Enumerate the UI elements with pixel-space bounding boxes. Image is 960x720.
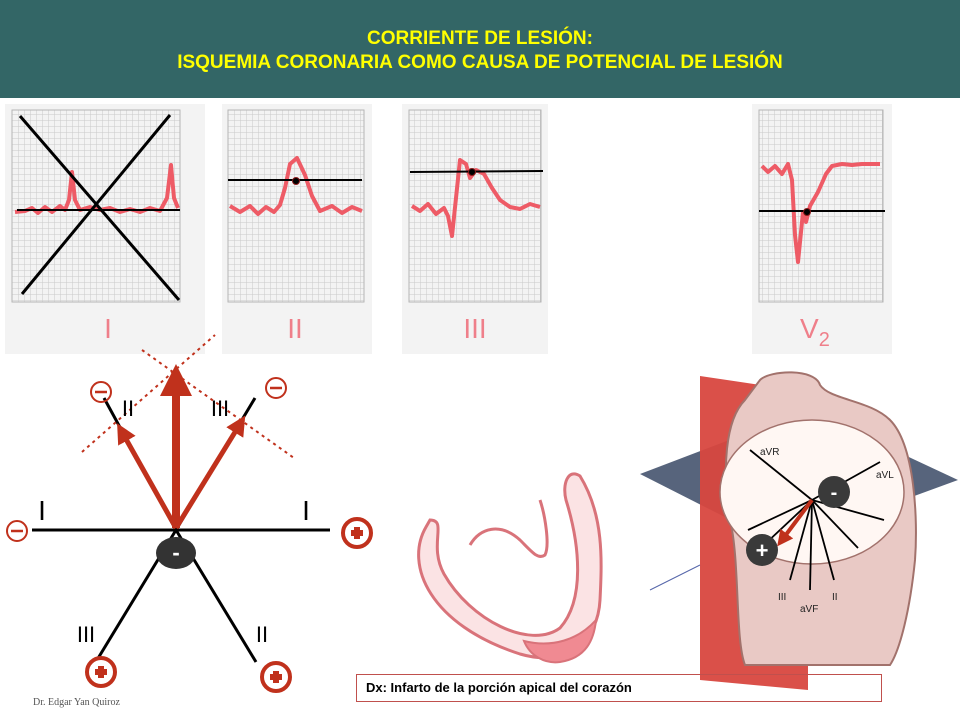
label-i-right: I [302, 495, 310, 526]
lead-label-ii: II [287, 313, 303, 344]
lead-label-iii: III [463, 313, 486, 344]
lead-ii-projection-arrow [117, 423, 179, 530]
ecg-grid [758, 109, 884, 303]
positive-pole [746, 534, 778, 566]
minus-icon [265, 377, 287, 399]
apical-infarct-zone [522, 617, 598, 664]
j-point-marker [292, 177, 300, 185]
torso-diagram: aVR aVL aVF III II - + [640, 371, 958, 690]
page-title-line1: CORRIENTE DE LESIÓN: [367, 28, 593, 49]
label-avf: aVF [800, 604, 818, 615]
ventricle-wall [417, 472, 603, 660]
chest-lead-circle [719, 419, 905, 565]
ecg-panel-lead-iii: III [402, 104, 548, 354]
heart-section-diagram [417, 472, 603, 664]
lead-iii-projection-arrow [173, 415, 246, 530]
plus-icon [85, 656, 117, 688]
ecg-trace [14, 163, 180, 215]
cross-out-line [18, 115, 181, 301]
center-sign: - [172, 540, 179, 565]
plus-sign: + [756, 538, 769, 563]
label-avl: aVL [876, 470, 894, 481]
minus-icon [90, 381, 112, 403]
st-level-line [409, 170, 544, 173]
minus-icon [6, 520, 28, 542]
perpendicular-dotted-line [81, 334, 216, 453]
minus-sign: - [831, 482, 838, 504]
label-ii-top: II [122, 396, 134, 421]
j-point-marker [803, 208, 811, 216]
page-title-line2: ISQUEMIA CORONARIA COMO CAUSA DE POTENCI… [177, 52, 783, 73]
label-i-left: I [38, 495, 46, 526]
label-iii-top: III [211, 396, 229, 421]
lead-label-i: I [104, 313, 112, 344]
author-footer: Dr. Edgar Yan Quiroz [33, 697, 120, 708]
ecg-panel-lead-ii: II [222, 104, 372, 354]
header-banner: CORRIENTE DE LESIÓN: ISQUEMIA CORONARIA … [0, 0, 960, 98]
label-ii: II [832, 592, 838, 603]
j-point-marker [468, 168, 476, 176]
ecg-trace [410, 158, 541, 238]
plus-icon [260, 661, 292, 693]
diagnosis-caption: Dx: Infarto de la porción apical del cor… [356, 674, 882, 702]
label-iii-bottom: III [77, 622, 95, 647]
cross-out-line [20, 114, 172, 295]
septum-contour [468, 499, 549, 558]
perpendicular-dotted-line [141, 349, 295, 459]
negative-pole [818, 476, 850, 508]
label-iii: III [778, 592, 786, 603]
ecg-panel-lead-v2: V2 [752, 104, 892, 354]
axis-diagram: - I I II III III II [6, 334, 373, 693]
ecg-trace [228, 156, 363, 216]
plus-icon [341, 517, 373, 549]
pointer-line [649, 564, 701, 591]
ecg-panel-lead-i: I [5, 104, 205, 354]
negative-center-pole [156, 537, 196, 569]
injury-vector-arrow [777, 498, 814, 547]
label-avr: aVR [760, 447, 779, 458]
label-ii-bottom: II [256, 622, 268, 647]
lead-label-v2: V2 [800, 313, 830, 351]
